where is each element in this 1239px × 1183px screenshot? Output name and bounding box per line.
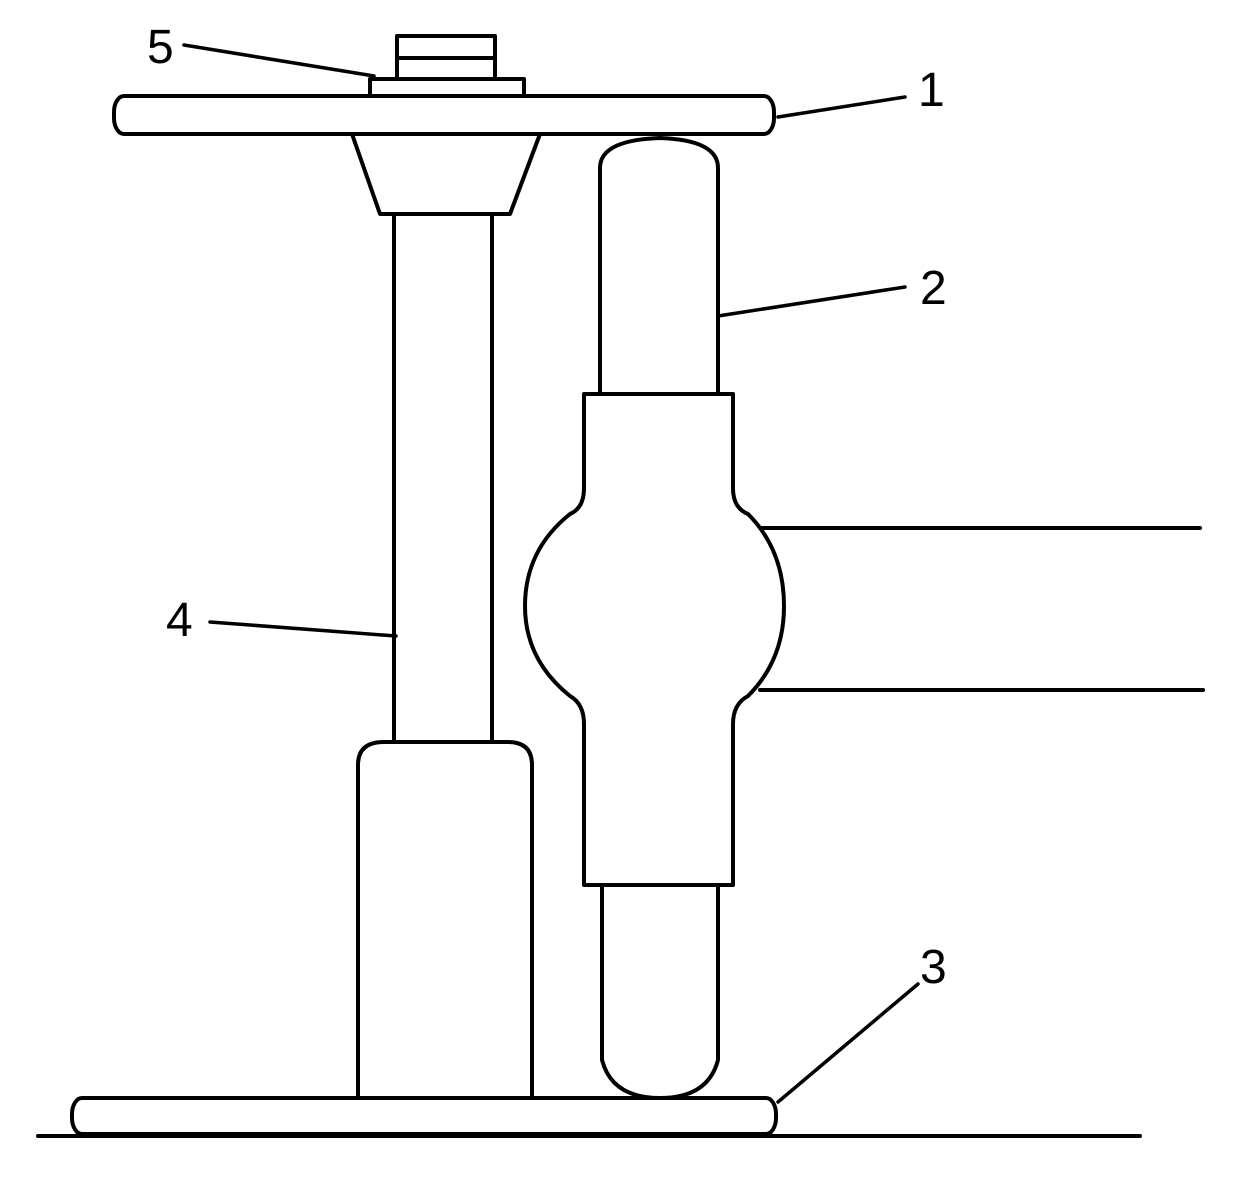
leader-1 <box>776 95 907 119</box>
leader-4 <box>208 620 398 638</box>
callout-5: 5 <box>147 21 174 74</box>
ball-joint-upper-stud <box>598 136 720 396</box>
callout-2: 2 <box>920 262 947 315</box>
top-plate <box>112 94 776 136</box>
bottom-plate <box>70 1096 778 1136</box>
tool-cone-adapter <box>350 132 542 216</box>
callout-4: 4 <box>166 594 193 647</box>
callout-1: 1 <box>918 64 945 117</box>
washer <box>368 77 526 98</box>
ball-joint-lower-stud <box>600 883 720 1100</box>
ball-joint-housing <box>523 392 786 887</box>
leader-3 <box>776 982 920 1104</box>
leader-2 <box>716 285 907 318</box>
leader-5 <box>182 43 376 78</box>
callout-3: 3 <box>920 941 947 994</box>
tool-lower-body <box>356 740 534 1100</box>
tool-screw-shaft <box>392 210 494 744</box>
